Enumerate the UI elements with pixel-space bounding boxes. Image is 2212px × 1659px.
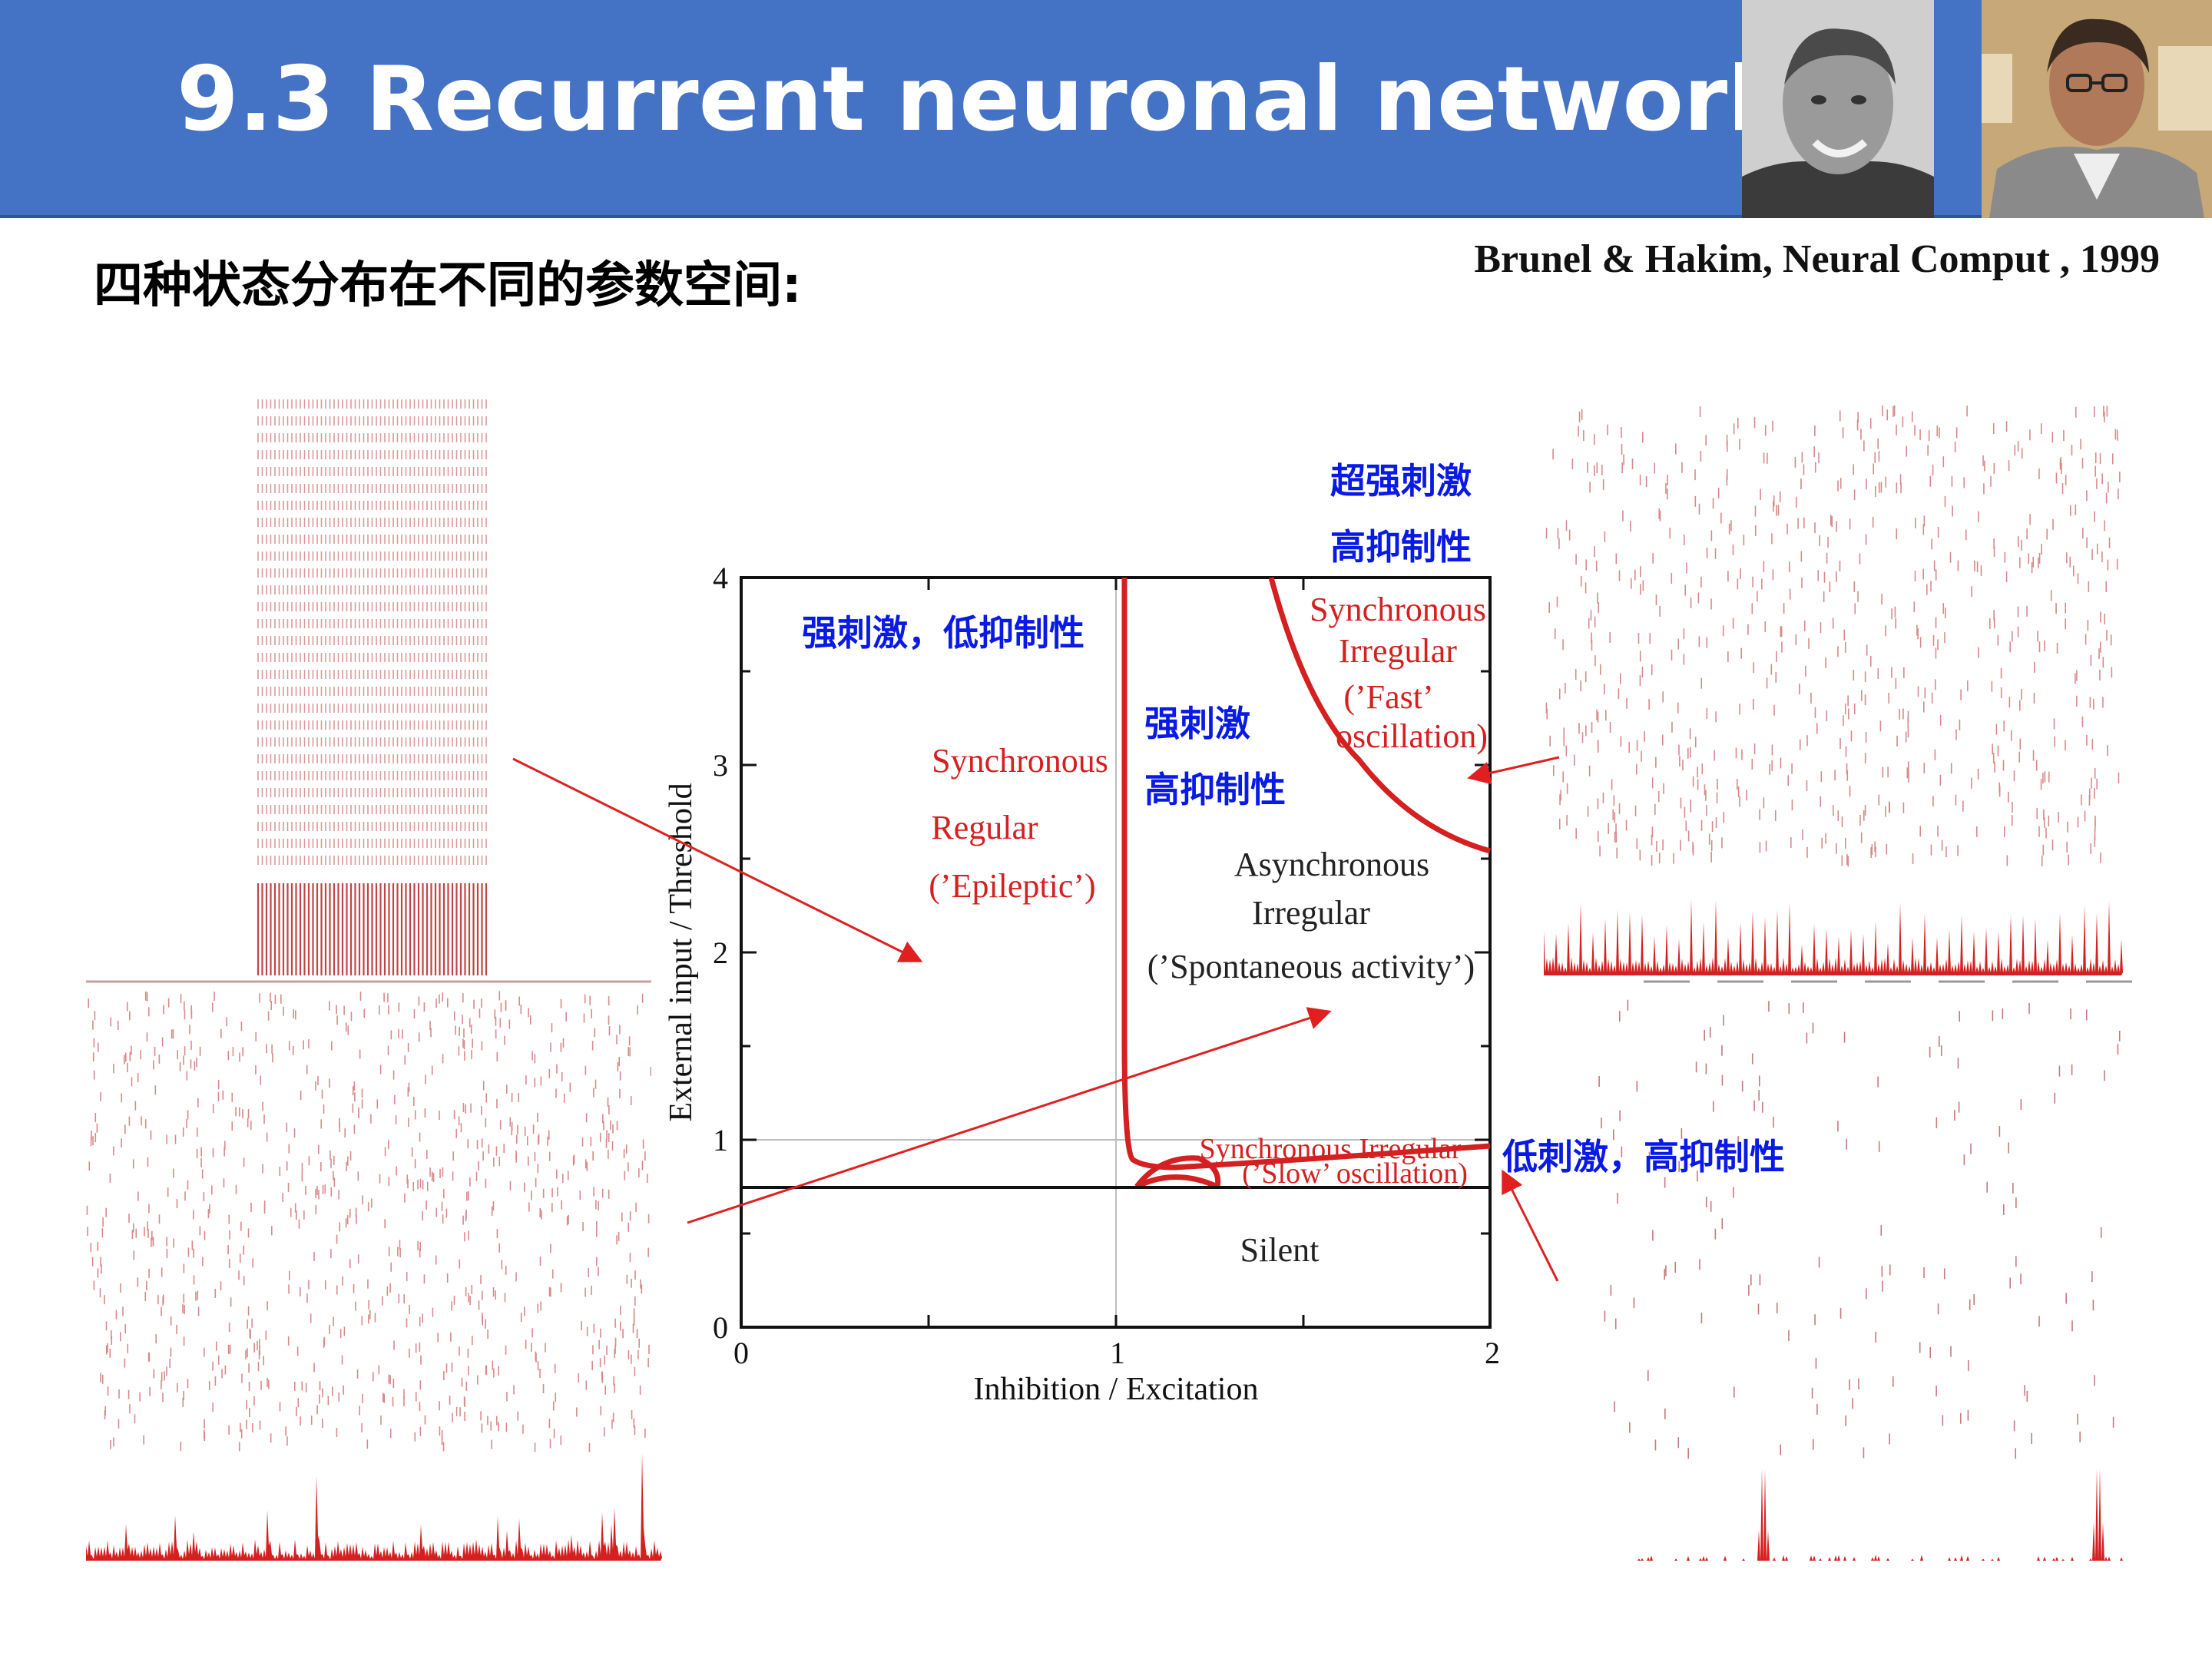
annotation-high-inhib-mid: 高抑制性 (1144, 769, 1286, 810)
title-bar: 9.3 Recurrent neuronal networks (0, 0, 2212, 218)
annotation-strong-low: 强刺激，低抑制性 (802, 612, 1084, 654)
citation: Brunel & Hakim, Neural Comput , 1999 (1474, 237, 2160, 281)
arrow-to-ai (687, 1007, 1332, 1224)
x-axis-label: Inhibition / Excitation (974, 1372, 1259, 1407)
region-ai-label: Asynchronous (1234, 846, 1429, 883)
region-sis-label: Synchronous Irregular (1200, 1133, 1462, 1165)
y-tick-label: 0 (713, 1310, 728, 1345)
region-sr-label: Regular (931, 809, 1038, 846)
arrow-to-sr (512, 757, 923, 962)
raster-synchronous-irregular-fast (1544, 405, 2132, 983)
region-sis-label: (’Slow’ oscillation) (1242, 1157, 1468, 1190)
raster-synchronous-irregular-slow (1598, 999, 2123, 1561)
region-sif-label: Synchronous (1310, 591, 1486, 628)
y-tick-label: 2 (713, 935, 728, 970)
arrows (512, 756, 1560, 1282)
region-ai-label: (’Spontaneous activity’) (1147, 948, 1475, 985)
region-sif-label: oscillation) (1336, 717, 1488, 755)
y-axis-label: External input / Threshold (664, 783, 699, 1121)
region-sr-label: (’Epileptic’) (929, 867, 1095, 905)
x-tick-label: 1 (1110, 1336, 1125, 1370)
boundary-sif-curve (1268, 577, 1491, 854)
phase-diagram-background (651, 538, 1527, 1421)
region-sr-label: Synchronous (932, 742, 1108, 780)
region-ai-label: Irregular (1252, 894, 1370, 932)
raster-asynchronous-irregular (86, 991, 662, 1561)
region-silent-label: Silent (1240, 1231, 1320, 1269)
arrow-to-sif (1467, 756, 1560, 785)
region-sif-label: (’Fast’ (1343, 678, 1433, 716)
annotation-high-inhib-top: 高抑制性 (1330, 526, 1472, 568)
phase-boundaries (1121, 577, 1491, 1190)
portrait-photo-icon (1742, 0, 1934, 218)
annotation-super-strong: 超强刺激 (1330, 460, 1472, 502)
annotation-low-high: 低刺激，高抑制性 (1502, 1136, 1785, 1177)
x-tick-label: 0 (733, 1336, 749, 1370)
y-tick-label: 1 (713, 1123, 728, 1157)
y-tick-label: 4 (713, 561, 728, 595)
y-tick-label: 3 (713, 748, 728, 783)
annotation-strong: 强刺激 (1144, 703, 1250, 744)
boundary-sis-inner (1135, 1174, 1219, 1190)
region-sif-label: Irregular (1339, 632, 1457, 670)
arrow-to-sis (1502, 1169, 1559, 1282)
x-tick-label: 2 (1485, 1336, 1500, 1370)
boundary-sis-curve (1134, 1155, 1221, 1189)
axis-ticks (740, 576, 1492, 1329)
subtitle: 四种状态分布在不同的参数空间: (94, 257, 802, 314)
raster-synchronous-regular (257, 399, 488, 975)
phase-diagram: 0 1 2 0 1 2 3 4 Inhibition / Excitation … (651, 538, 1527, 1421)
boundary-sr-curve (1121, 578, 1491, 1171)
slide-title: 9.3 Recurrent neuronal networks (177, 48, 1840, 151)
portrait-photo-icon (1982, 0, 2212, 218)
